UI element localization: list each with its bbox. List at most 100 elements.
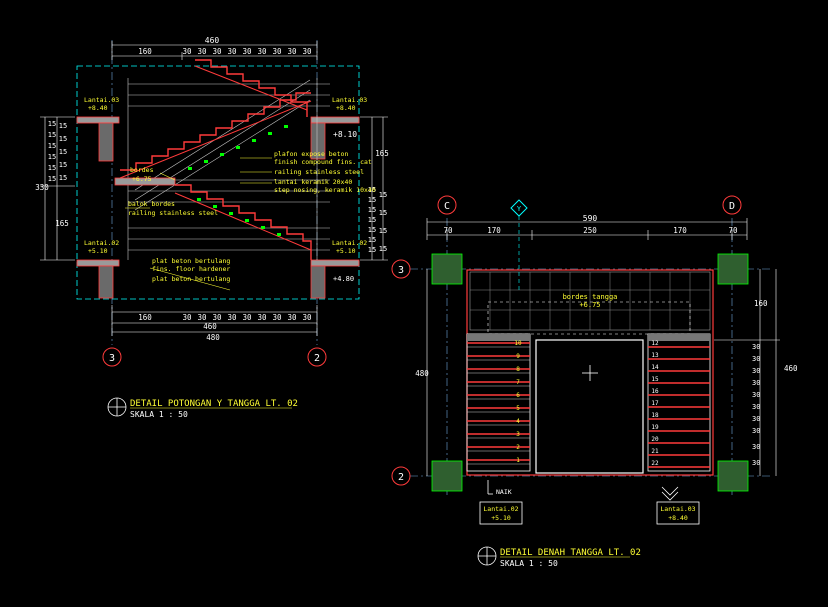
svg-text:160: 160	[138, 47, 152, 56]
svg-text:15: 15	[368, 196, 376, 204]
svg-text:30: 30	[182, 47, 192, 56]
section-slabs	[76, 116, 360, 299]
svg-text:30: 30	[227, 47, 237, 56]
plan-right-step-labels: 30 30 30 30 30 30 30 30 30 30	[752, 343, 760, 467]
svg-text:lantai keramik 20x40: lantai keramik 20x40	[274, 178, 352, 186]
section-notes: bordes +6.75 plafon expose beton finish …	[128, 150, 376, 283]
svg-text:30: 30	[752, 427, 760, 435]
section-flight-upper	[119, 59, 312, 179]
svg-text:30: 30	[752, 379, 760, 387]
svg-text:30: 30	[752, 343, 760, 351]
section-left-step-labels: 15 15 15 15 15 15 15 15 15 15 15	[48, 120, 67, 183]
svg-text:railing stainless steel: railing stainless steel	[128, 209, 218, 217]
svg-text:15: 15	[48, 164, 56, 172]
svg-text:17: 17	[651, 400, 659, 407]
svg-text:2: 2	[314, 353, 320, 364]
section-bordes	[114, 177, 176, 186]
svg-text:Y: Y	[517, 205, 522, 213]
svg-text:+5.10: +5.10	[88, 247, 108, 255]
section-scale: SKALA 1 : 50	[130, 410, 188, 419]
section-leaders	[125, 157, 272, 291]
svg-text:Lantai.02: Lantai.02	[332, 239, 367, 247]
plan-right-total: 460	[784, 364, 798, 373]
plan-top-total: 590	[583, 214, 598, 223]
svg-text:12: 12	[651, 340, 659, 347]
svg-text:30: 30	[182, 313, 192, 322]
plan-title-block: DETAIL DENAH TANGGA LT. 02 SKALA 1 : 50	[477, 546, 641, 568]
svg-text:railing stainless steel: railing stainless steel	[274, 168, 364, 176]
svg-text:finish compound fins. cat: finish compound fins. cat	[274, 158, 372, 166]
svg-text:15: 15	[48, 120, 56, 128]
svg-text:+8.40: +8.40	[336, 104, 356, 112]
plan-grid-bubble-3: 3	[391, 259, 411, 279]
svg-text:15: 15	[48, 142, 56, 150]
svg-text:30: 30	[197, 47, 207, 56]
plan-bordes-value: +6.75	[579, 301, 600, 309]
svg-text:15: 15	[368, 236, 376, 244]
svg-text:30: 30	[752, 443, 760, 451]
plan-title: DETAIL DENAH TANGGA LT. 02	[500, 548, 641, 558]
svg-text:plat beton bertulang: plat beton bertulang	[152, 275, 230, 283]
svg-text:Lantai.03: Lantai.03	[332, 96, 367, 104]
svg-text:Lantai.02: Lantai.02	[84, 239, 119, 247]
svg-text:15: 15	[48, 131, 56, 139]
svg-text:30: 30	[212, 313, 222, 322]
svg-text:30: 30	[287, 47, 297, 56]
svg-text:30: 30	[752, 415, 760, 423]
svg-text:20: 20	[651, 436, 659, 443]
svg-text:plat beton bertulang: plat beton bertulang	[152, 257, 230, 265]
svg-text:15: 15	[368, 246, 376, 254]
svg-text:30: 30	[242, 47, 252, 56]
svg-text:30: 30	[752, 355, 760, 363]
section-right-upper: 165	[375, 149, 389, 158]
plan-view: 10 9 8 7 6 5 4 3 2 1	[391, 195, 798, 568]
svg-text:3: 3	[398, 265, 404, 276]
section-left-lower: 165	[55, 219, 69, 228]
svg-text:30: 30	[212, 47, 222, 56]
svg-text:30: 30	[752, 459, 760, 467]
svg-text:70: 70	[728, 226, 738, 235]
svg-text:30: 30	[272, 47, 282, 56]
svg-text:30: 30	[197, 313, 207, 322]
section-bottom-total: 480	[206, 333, 220, 342]
svg-text:19: 19	[651, 424, 659, 431]
svg-text:Lantai.03: Lantai.03	[84, 96, 119, 104]
plan-grid-bubble-2: 2	[391, 466, 411, 486]
section-bottom-dim-labels: 160 30 30 30 30 30 30 30 30 30	[138, 313, 312, 322]
plan-right-dims	[714, 269, 780, 476]
svg-text:170: 170	[487, 226, 501, 235]
section-left-dims	[40, 116, 75, 261]
svg-text:+8.40: +8.40	[668, 514, 688, 522]
plan-bordes-dashed	[487, 301, 691, 335]
svg-text:3: 3	[516, 431, 520, 438]
svg-text:30: 30	[272, 313, 282, 322]
svg-text:fins. floor hardener: fins. floor hardener	[152, 265, 230, 273]
svg-text:21: 21	[651, 448, 659, 455]
svg-text:15: 15	[368, 206, 376, 214]
plan-level-tag-left: Lantai.02 +5.10	[479, 501, 523, 525]
section-level-480: +4.80	[333, 275, 354, 283]
svg-text:+5.10: +5.10	[491, 514, 511, 522]
plan-section-marker: Y	[510, 199, 528, 290]
plan-scale: SKALA 1 : 50	[500, 559, 558, 568]
section-right-step-labels: 15 15 15 15 15 15 15 15 15 15 15	[368, 186, 387, 254]
svg-text:30: 30	[752, 403, 760, 411]
svg-text:170: 170	[673, 226, 687, 235]
section-top-dims	[111, 41, 318, 60]
svg-text:30: 30	[242, 313, 252, 322]
svg-text:30: 30	[257, 47, 267, 56]
plan-left-dim: 480	[415, 369, 429, 378]
svg-text:15: 15	[48, 153, 56, 161]
svg-text:NAIK: NAIK	[496, 488, 512, 496]
svg-text:3: 3	[109, 353, 115, 364]
plan-naik-marker: NAIK	[487, 480, 512, 496]
svg-text:15: 15	[59, 135, 67, 143]
svg-text:+5.10: +5.10	[336, 247, 356, 255]
svg-text:15: 15	[379, 209, 387, 217]
svg-text:30: 30	[257, 313, 267, 322]
svg-text:6: 6	[516, 392, 520, 399]
svg-text:160: 160	[138, 313, 152, 322]
svg-text:15: 15	[651, 376, 659, 383]
plan-grid-bubble-c: C	[437, 195, 457, 215]
